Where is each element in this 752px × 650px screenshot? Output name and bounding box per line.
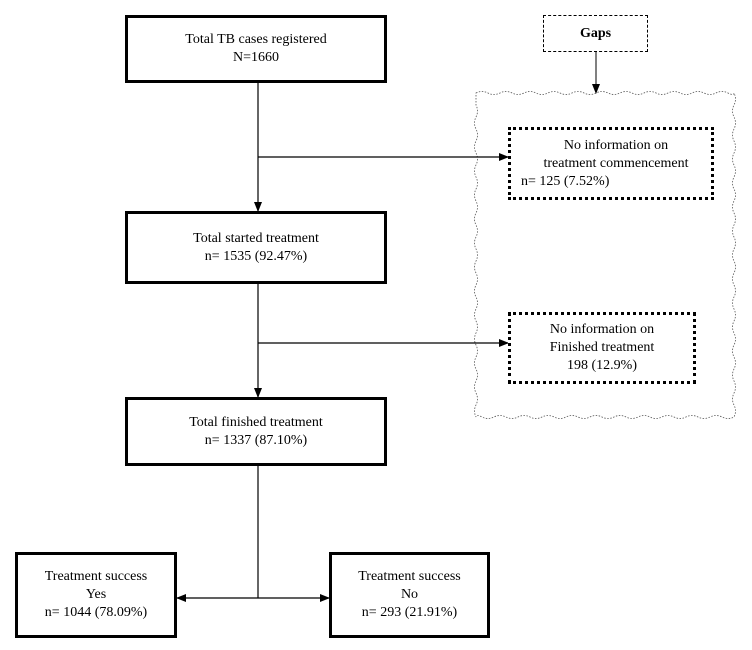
node-no-info-start-count: n= 125 (7.52%) — [521, 173, 610, 189]
node-no-info-finish-line1: No information on — [549, 322, 655, 337]
node-registered: Total TB cases registered N=1660 — [125, 15, 387, 83]
node-registered-title: Total TB cases registered — [185, 32, 327, 47]
node-no-info-finish: No information on Finished treatment 198… — [508, 312, 696, 384]
gaps-label: Gaps — [579, 25, 612, 41]
node-finished-title: Total finished treatment — [189, 414, 323, 430]
node-no-info-start-line1: No information on — [563, 137, 669, 153]
node-started-title: Total started treatment — [193, 230, 319, 246]
gaps-region — [474, 91, 736, 419]
node-no-info-finish-count: 198 (12.9%) — [567, 358, 637, 373]
node-no-info-start-line2: treatment commencement — [543, 155, 689, 171]
node-registered-count: N=1660 — [232, 50, 279, 65]
node-success-no-count: n= 293 (21.91%) — [361, 605, 458, 620]
node-success-yes: Treatment success Yes n= 1044 (78.09%) — [15, 552, 177, 638]
node-finished: Total finished treatment n= 1337 (87.10%… — [125, 397, 387, 466]
node-started-count: n= 1535 (92.47%) — [204, 248, 308, 264]
node-success-yes-title: Treatment success — [44, 569, 148, 584]
node-success-no: Treatment success No n= 293 (21.91%) — [329, 552, 490, 638]
node-success-yes-answer: Yes — [85, 587, 107, 602]
gaps-label-box: Gaps — [543, 15, 648, 52]
node-no-info-finish-line2: Finished treatment — [549, 340, 655, 355]
node-success-yes-count: n= 1044 (78.09%) — [44, 605, 148, 620]
node-no-info-start: No information on treatment commencement… — [508, 127, 714, 200]
node-success-no-title: Treatment success — [358, 569, 461, 584]
node-success-no-answer: No — [400, 587, 419, 602]
node-started: Total started treatment n= 1535 (92.47%) — [125, 211, 387, 284]
node-finished-count: n= 1337 (87.10%) — [204, 432, 308, 448]
